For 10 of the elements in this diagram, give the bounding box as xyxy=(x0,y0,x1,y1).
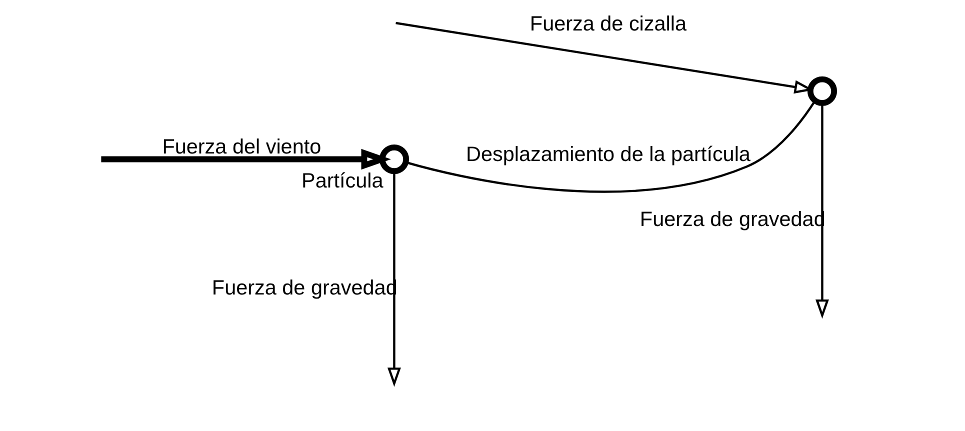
arrow xyxy=(395,22,814,94)
node-label: Partícula xyxy=(301,170,383,193)
arrow xyxy=(386,172,400,387)
connector xyxy=(405,100,816,193)
edge-label: Fuerza de cizalla xyxy=(529,12,686,36)
edge-label: Fuerza del viento xyxy=(162,136,321,159)
arrow xyxy=(815,103,828,319)
edge-label: Desplazamiento de la partícula xyxy=(466,143,750,166)
arrow xyxy=(100,148,390,170)
node-circle xyxy=(806,76,837,106)
